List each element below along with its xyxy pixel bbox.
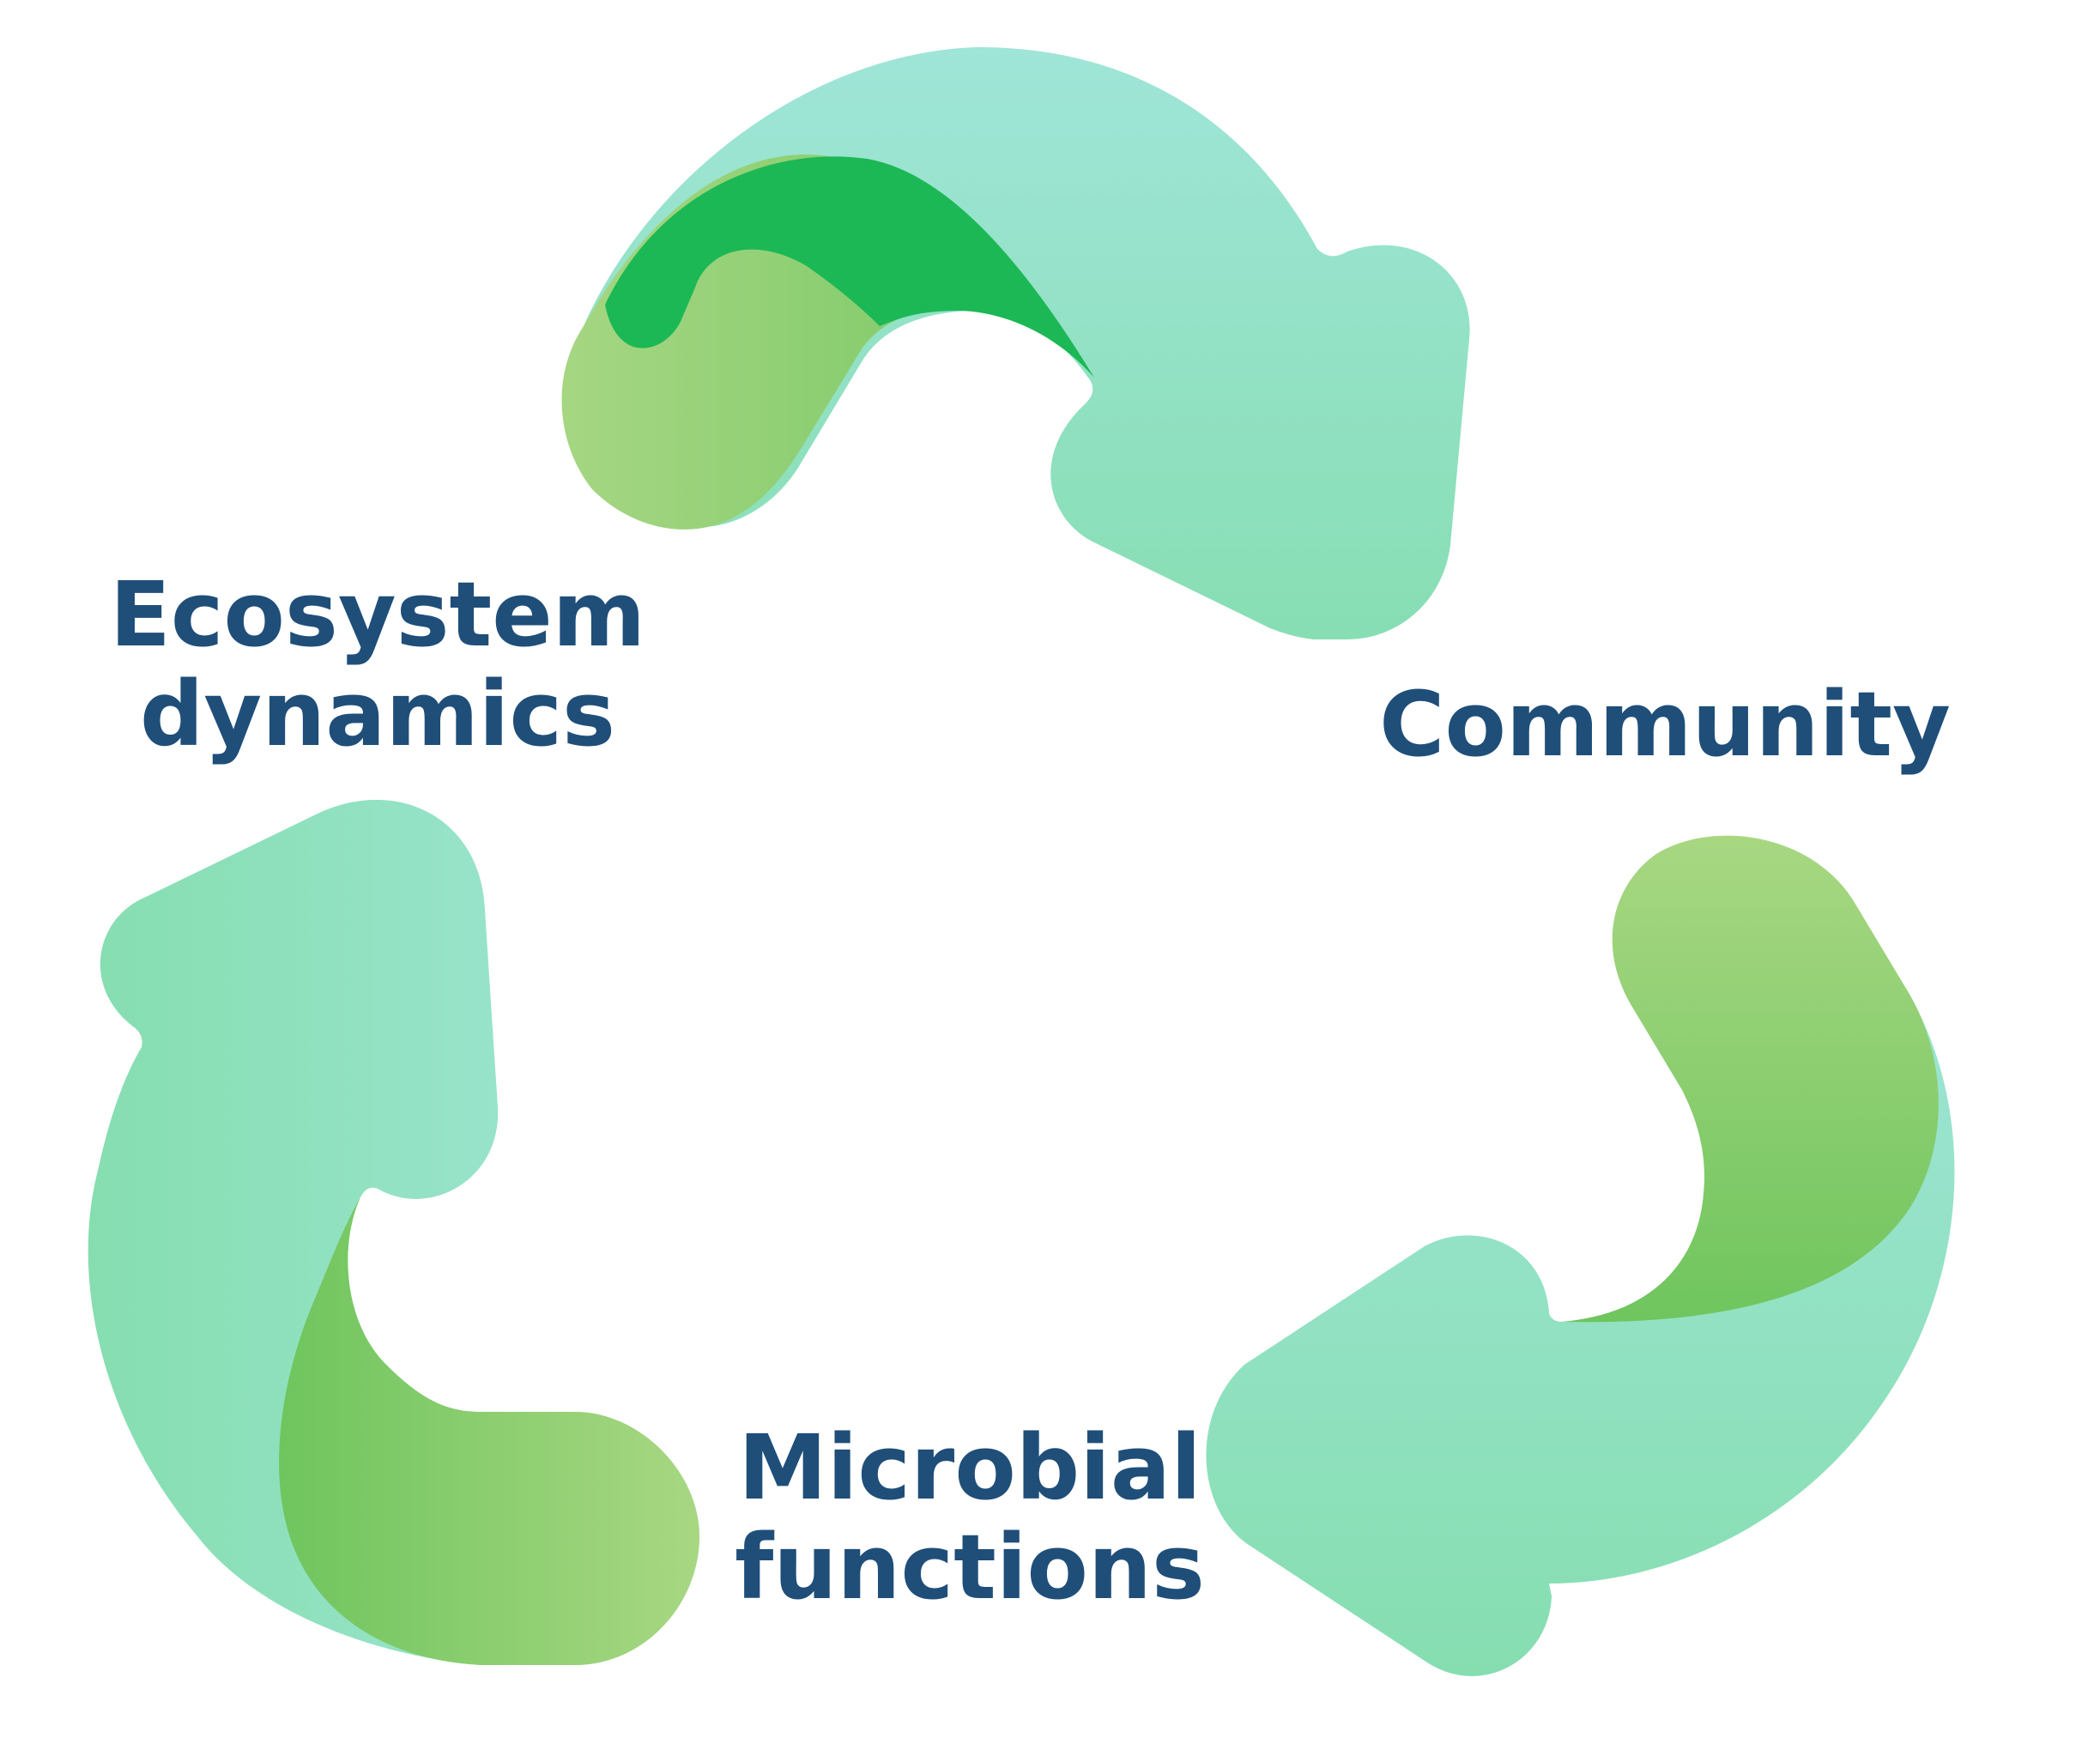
label-ecosystem-line2: dynamics (139, 662, 616, 767)
label-microbial-line2: functions (735, 1515, 1205, 1620)
label-community-line1: Community (1379, 672, 1951, 777)
right-cycle-arrow (1206, 835, 1955, 1676)
label-microbial-line1: Microbial (738, 1415, 1201, 1520)
label-community: Community (1356, 672, 1974, 777)
right-arrow-body (1206, 910, 1955, 1676)
label-ecosystem-line1: Ecosystem (109, 562, 646, 667)
left-arrow-inner-band (279, 1197, 699, 1665)
right-arrow-inner-band (1562, 835, 1939, 1323)
left-cycle-arrow (88, 799, 699, 1665)
label-ecosystem-dynamics: Ecosystem dynamics (103, 565, 652, 765)
top-cycle-arrow (561, 47, 1470, 639)
label-microbial-functions: Microbial functions (687, 1418, 1253, 1618)
top-arrow-dark-band (605, 156, 1094, 378)
